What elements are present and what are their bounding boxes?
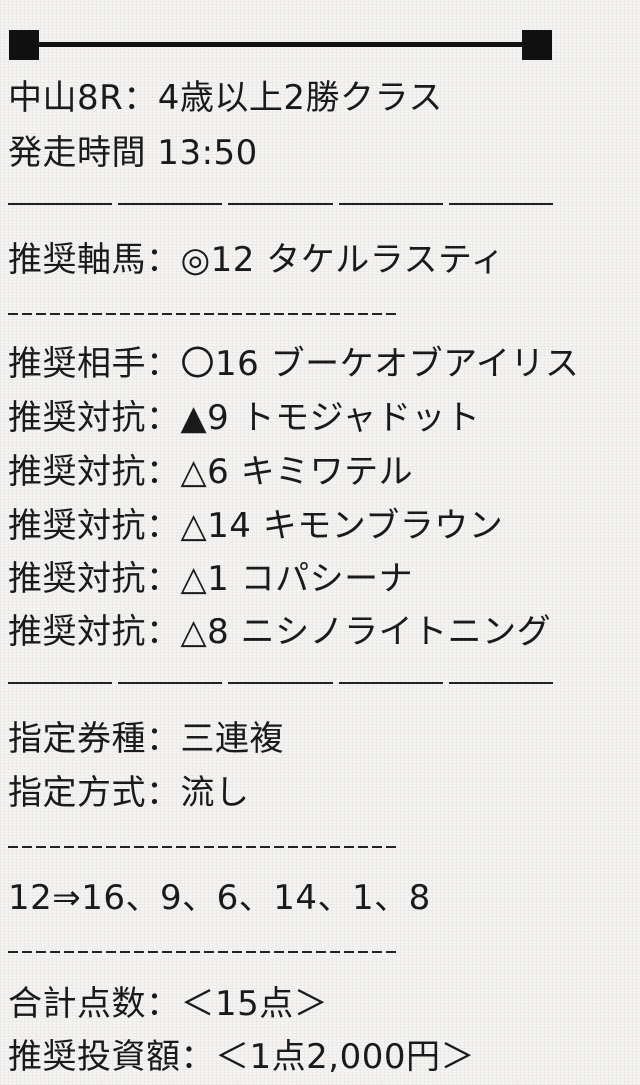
bet-method: 指定方式：流し [8, 773, 250, 813]
ticket-type: 指定券種：三連複 [8, 719, 284, 759]
dashed-divider [8, 846, 400, 848]
section-divider [8, 203, 554, 205]
recommended-investment: 推奨投資額：＜1点2,000円＞ [8, 1037, 475, 1077]
rival-horse: 推奨対抗：△14 キモンブラウン [8, 506, 504, 546]
race-title: 中山8R：4歳以上2勝クラス [8, 78, 443, 118]
total-points: 合計点数：＜15点＞ [8, 984, 329, 1024]
divider-square-left [9, 30, 39, 60]
axis-horse: 推奨軸馬：◎12 タケルラスティ [8, 240, 506, 280]
divider-line [39, 42, 522, 47]
rival-horse: 推奨対抗：△6 キミワテル [8, 452, 414, 492]
rival-horse: 推奨対抗：△8 ニシノライトニング [8, 612, 552, 652]
partner-horse: 推奨相手：〇16 ブーケオブアイリス [8, 344, 580, 384]
rival-horse: 推奨対抗：▲9 トモジャドット [8, 398, 481, 438]
top-divider-bar [9, 30, 552, 60]
section-divider [8, 682, 554, 684]
bet-combination: 12⇒16、9、6、14、1、8 [8, 878, 431, 918]
rival-horse: 推奨対抗：△1 コパシーナ [8, 559, 414, 599]
divider-square-right [522, 30, 552, 60]
dashed-divider [8, 313, 400, 315]
dashed-divider [8, 951, 400, 953]
race-start-time: 発走時間 13:50 [8, 133, 258, 173]
